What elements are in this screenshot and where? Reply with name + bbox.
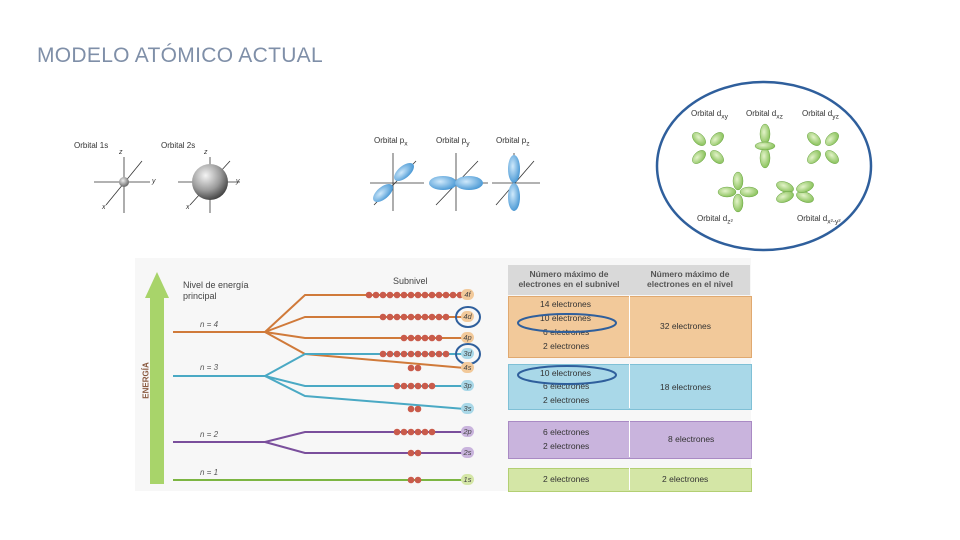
sublevel-tag-2p: 2p [461, 426, 474, 437]
orbital-dz2-label: Orbital dz² [697, 214, 733, 226]
s-orbitals-panel: Orbital 1s Orbital 2s z y x z y x [70, 135, 270, 220]
orbital-1s-label: Orbital 1s [74, 141, 109, 150]
orbital-pz-label: Orbital pz [496, 136, 530, 148]
sub-electrons-4s: 2 electrones [543, 341, 590, 351]
sublevel-tag-3d: 3d [461, 348, 474, 359]
energy-diagram-lines [145, 272, 481, 484]
col-header-sublevel: Número máximo de electrones en el subniv… [518, 269, 620, 289]
sublevel-tag-3p: 3p [461, 380, 474, 391]
axis-y-label: y [236, 178, 240, 185]
sub-electrons-2s: 2 electrones [543, 441, 590, 451]
level-label-n2: n = 2 [200, 430, 219, 439]
sublevel-header: Subnivel [393, 276, 428, 286]
table-header [508, 265, 750, 295]
sublevel-tag-4p: 4p [461, 332, 474, 343]
p-orbital-drawing [370, 153, 540, 211]
total-electrons-n4: 32 electrones [660, 321, 712, 331]
level-label-n1: n = 1 [200, 468, 219, 477]
sub-electrons-1s: 2 electrones [543, 474, 590, 484]
sublevel-tag-2s: 2s [461, 447, 474, 458]
axis-x-label: x [102, 204, 106, 211]
sublevel-tag-4d: 4d [461, 311, 474, 322]
axis-z-label: z [119, 149, 123, 156]
sublevel-tag-1s: 1s [461, 474, 474, 485]
sub-electrons-3s: 2 electrones [543, 395, 590, 405]
page-title: MODELO ATÓMICO ACTUAL [37, 44, 323, 67]
orbital-dxy-label: Orbital dxy [691, 109, 728, 121]
sub-electrons-4d: 10 electrones [540, 313, 592, 323]
level-label-n4: n = 4 [200, 320, 219, 329]
orbital-dyz-label: Orbital dyz [802, 109, 839, 121]
energy-axis-label: ENERGÍA [141, 362, 151, 399]
orbital-2s-label: Orbital 2s [161, 141, 196, 150]
total-electrons-n3: 18 electrones [660, 382, 712, 392]
sub-electrons-4f: 14 electrones [540, 299, 592, 309]
sub-electrons-2p: 6 electrones [543, 427, 590, 437]
sublevel-tag-4f: 4f [461, 289, 474, 300]
total-electrons-n1: 2 electrones [662, 474, 709, 484]
axis-y-label: y [152, 178, 156, 185]
sub-electrons-3d: 10 electrones [540, 368, 592, 378]
orbital-py-label: Orbital py [436, 136, 470, 148]
orbital-dxz-label: Orbital dxz [746, 109, 783, 121]
sublevel-tag-4s: 4s [461, 362, 474, 373]
energy-level-diagram: ENERGÍA Nivel de energía principal Subni… [135, 258, 752, 492]
orbital-px-label: Orbital px [374, 136, 408, 148]
col-header-level: Número máximo de electrones en el nivel [647, 269, 733, 289]
s-orbital-drawing [94, 157, 240, 213]
level-header: Nivel de energía principal [183, 280, 249, 301]
orbital-dx2y2-label: Orbital dx²-y² [797, 214, 841, 226]
sub-electrons-4p: 6 electrones [543, 327, 590, 337]
level-1-box [508, 468, 752, 492]
d-orbitals-panel: Orbital dxy Orbital dxz Orbital dyz Orbi… [655, 80, 873, 252]
highlight-circle [655, 80, 873, 252]
sublevel-tag-3s: 3s [461, 403, 474, 414]
p-orbitals-panel: Orbital px Orbital py Orbital pz [368, 133, 548, 215]
axis-x-label: x [186, 204, 190, 211]
axis-z-label: z [204, 149, 208, 156]
level-2-box [508, 421, 752, 459]
electron-dots [365, 291, 464, 484]
sub-electrons-3p: 6 electrones [543, 381, 590, 391]
level-label-n3: n = 3 [200, 363, 219, 372]
total-electrons-n2: 8 electrones [668, 434, 715, 444]
